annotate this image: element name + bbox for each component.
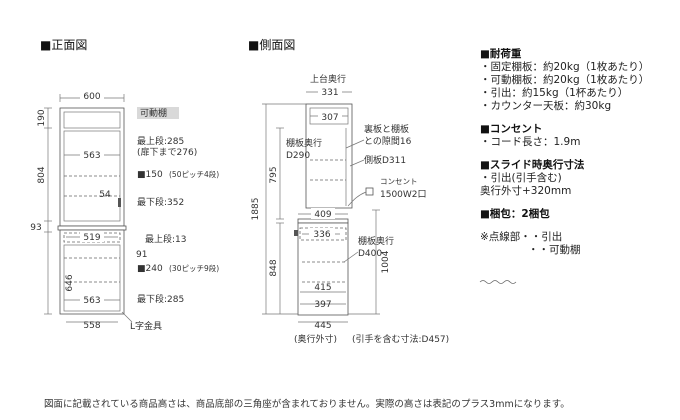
spec-slide-2: 奥行外寸+320mm [480, 185, 572, 197]
outlet-plug-icon [365, 187, 374, 196]
front-h-gap: 93 [30, 223, 41, 233]
drawer-handle-icon [294, 230, 298, 236]
front-small-dim2: 91 [136, 250, 147, 260]
front-outlet-mark [118, 198, 121, 207]
front-bottom-width: 558 [83, 321, 100, 331]
shelf-depth-leader [343, 251, 359, 263]
side-h-lower: 848 [269, 259, 279, 276]
front-inner-width-upper: 563 [83, 151, 100, 161]
side-h-right: 1004 [381, 250, 391, 273]
outlet-cord [347, 191, 367, 207]
side-w-counter: 409 [314, 210, 331, 220]
hardware-label: L字金具 [130, 320, 162, 332]
side-gap-note-2: との隙間16 [364, 135, 412, 147]
label-bg [318, 111, 342, 122]
front-top-width: 600 [83, 92, 100, 102]
note-lower-pitch: ■240 [137, 264, 163, 274]
side-outlet-value: 1500W2口 [380, 190, 427, 200]
spec-load-title: ■耐荷重 [480, 48, 522, 60]
side-w-drawer: 336 [313, 230, 330, 240]
front-top-compartment [63, 111, 121, 129]
note-lower-pitch-sub: (30ピッチ9段) [169, 263, 219, 273]
spec-legend-1: ※点線部・・引出 [480, 231, 563, 243]
side-handle-note: (引手を含む寸法:D457) [352, 333, 449, 345]
spec-load-4: ・カウンター天板：約30kg [480, 100, 612, 112]
movable-shelf-badge [137, 107, 179, 119]
front-h-upper: 804 [37, 166, 47, 183]
side-h-upper: 795 [269, 166, 279, 183]
footer-note: 図面に記載されている商品高さは、商品底部の三角座が含まれておりません。実際の高さ… [44, 399, 570, 410]
front-h-top: 190 [37, 109, 47, 126]
side-shelf-depth-upper-val: D290 [286, 151, 310, 161]
front-counter-top [57, 225, 127, 231]
note-lower-max: 最上段:13 [145, 233, 187, 245]
note-lower-min: 最下段:285 [137, 293, 184, 305]
spec-outlet-title: ■コンセント [480, 123, 543, 135]
side-depth-note: (奥行外寸) [294, 333, 337, 345]
side-w-415: 415 [314, 283, 331, 293]
spacer [480, 198, 676, 208]
spec-panel: ■耐荷重 ・固定棚板：約20kg（1枚あたり） ・可動棚板：約20kg（1枚あた… [480, 48, 676, 257]
note-upper-sub: (扉下まで276) [137, 146, 197, 158]
movable-shelf-badge-text: 可動棚 [140, 107, 167, 119]
side-outlet-label: コンセント [380, 177, 418, 186]
note-upper-max: 最上段:285 [137, 135, 184, 147]
spec-slide-title: ■スライド時奥行寸法 [480, 159, 585, 171]
spec-legend-2: ・・可動棚 [528, 244, 581, 256]
front-inner-width-lower: 563 [83, 296, 100, 306]
note-upper-min: 最下段:352 [137, 196, 184, 208]
side-inner-top: 307 [321, 113, 338, 123]
side-view-title: ■側面図 [248, 38, 295, 52]
side-board: 側板D311 [364, 154, 406, 166]
legend-wavy-line [479, 280, 517, 284]
label-bg [80, 90, 104, 101]
side-w-445: 445 [314, 321, 331, 331]
front-lower-open-space [63, 244, 121, 312]
side-shelf-depth-lower-val: D400 [358, 249, 382, 259]
spec-load-2: ・可動棚板：約20kg（1枚あたり） [480, 74, 650, 86]
note-upper-pitch-sub: (50ピッチ4段) [169, 169, 219, 179]
label-bg [80, 231, 104, 242]
side-h-total: 1885 [251, 198, 261, 221]
side-w-397: 397 [314, 300, 331, 310]
spacer [480, 113, 676, 123]
front-view-title: ■正面図 [40, 38, 87, 52]
label-bg [318, 86, 342, 97]
spec-load-3: ・引出：約15kg（1杯あたり） [480, 87, 629, 99]
spec-slide-1: ・引出(引手含む) [480, 172, 562, 184]
front-upper-cabinet [59, 107, 125, 227]
side-top-depth-label: 上台奥行 [310, 73, 346, 85]
front-small-dim: 54 [99, 190, 111, 200]
label-bg [309, 228, 335, 239]
spec-outlet-1: ・コード長さ：1.9m [480, 136, 581, 148]
front-inner-width-mid: 519 [83, 233, 100, 243]
spec-load-1: ・固定棚板：約20kg（1枚あたり） [480, 61, 650, 73]
front-h-lower: 646 [65, 274, 75, 291]
spacer [480, 221, 676, 231]
spec-pack-title: ■梱包：2梱包 [480, 208, 550, 220]
note-upper-pitch: ■150 [137, 170, 163, 180]
gap-note-leader [345, 139, 365, 149]
hardware-leader [121, 311, 133, 323]
side-gap-note-1: 裏板と棚板 [364, 123, 409, 135]
side-shelf-depth-upper: 棚板奥行 [286, 137, 322, 149]
spacer [480, 149, 676, 159]
label-bg [80, 294, 104, 305]
side-board-leader [349, 159, 365, 167]
label-bg [311, 208, 335, 219]
side-top-depth: 331 [321, 88, 338, 98]
label-bg [80, 149, 104, 160]
